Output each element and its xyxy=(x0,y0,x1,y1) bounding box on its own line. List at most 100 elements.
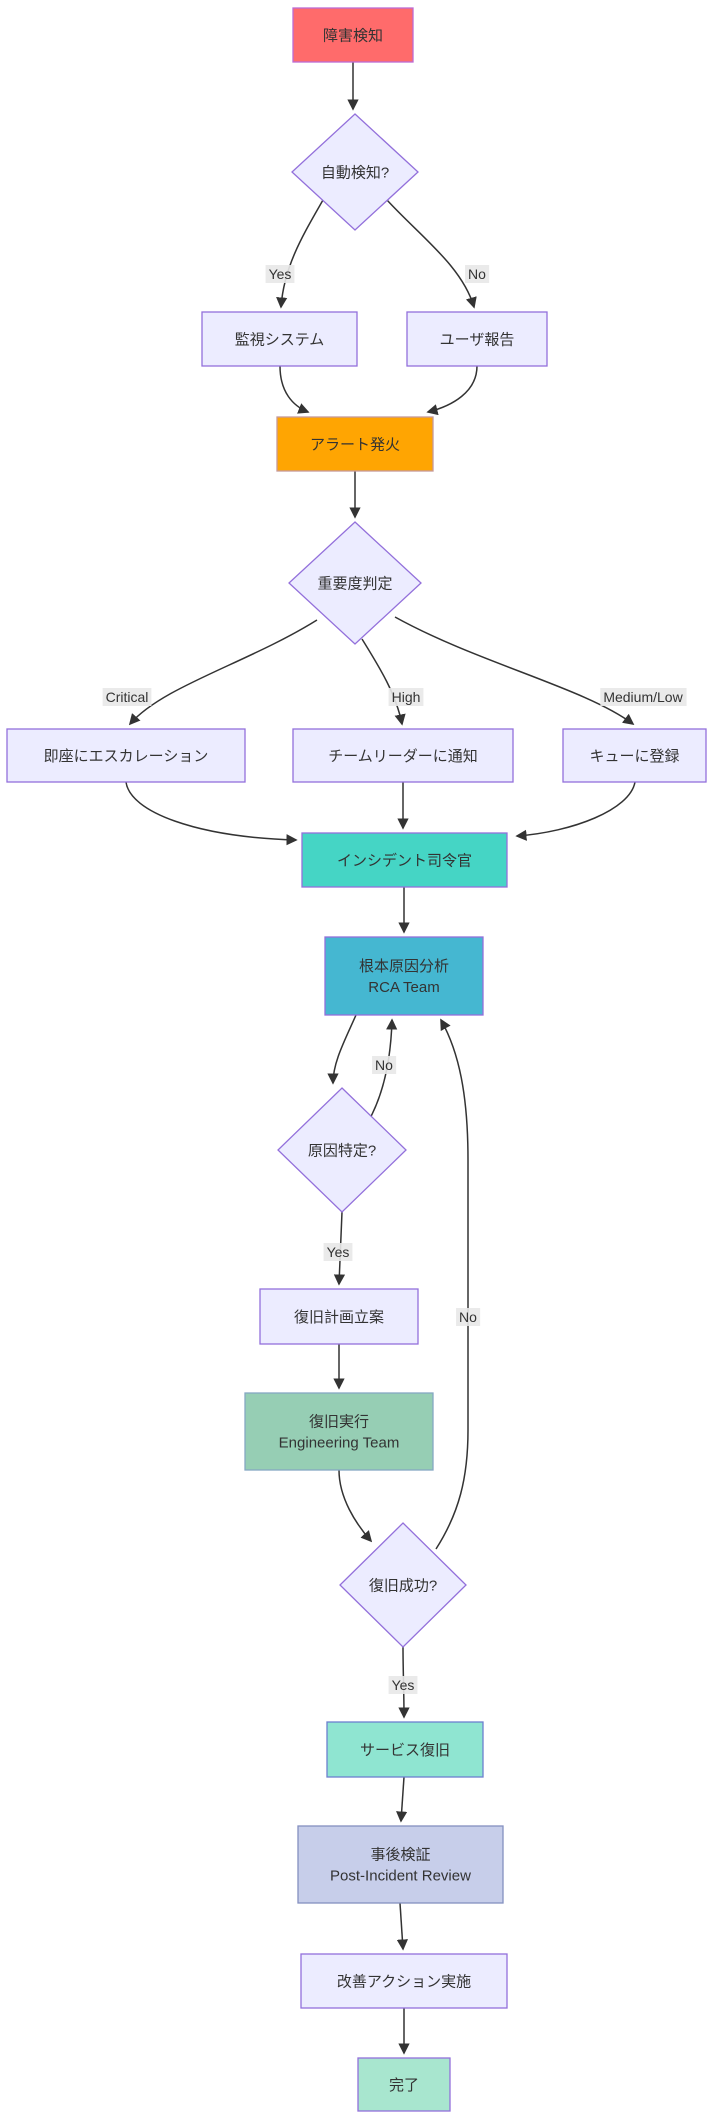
incident-detection-shape xyxy=(292,7,414,63)
node-user-report: ユーザ報告 xyxy=(406,311,548,367)
edge-label-bg xyxy=(323,1243,353,1261)
edge-label-bg xyxy=(372,1056,397,1074)
root-cause-analysis-label: 根本原因分析 xyxy=(359,958,449,975)
node-service-restored: サービス復旧 xyxy=(326,1721,484,1778)
edge-restored-to-review xyxy=(396,1776,408,1823)
recovery-execution-label: 復旧実行 xyxy=(309,1414,369,1431)
recovery-plan-shape xyxy=(259,1288,419,1345)
monitoring-system-label: 監視システム xyxy=(235,332,325,349)
edge-severity-medlow-queue xyxy=(394,616,635,726)
node-auto-detect-decision: 自動検知? xyxy=(291,113,419,231)
cause-identified-decision-label: 原因特定? xyxy=(308,1143,376,1160)
edge-label-text: Yes xyxy=(327,1244,350,1260)
improvement-actions-label: 改善アクション実施 xyxy=(337,1974,471,1991)
node-notify-team-leader: チームリーダーに通知 xyxy=(292,728,514,783)
edges-layer xyxy=(125,62,636,2055)
node-monitoring-system: 監視システム xyxy=(201,311,358,367)
edge-label-text: No xyxy=(468,266,486,282)
register-queue-shape xyxy=(562,728,707,783)
node-severity-decision: 重要度判定 xyxy=(288,521,422,645)
edge-label-causedecision-no-rca: No xyxy=(372,1056,397,1074)
edge-userreport-to-alert xyxy=(426,365,478,416)
node-root-cause-analysis: 根本原因分析 RCA Team xyxy=(324,936,484,1016)
edge-label-successdecision-yes-restored: Yes xyxy=(388,1676,418,1694)
incident-detection-label: 障害検知 xyxy=(323,27,383,45)
user-report-shape xyxy=(406,311,548,367)
root-cause-analysis-label: RCA Team xyxy=(368,979,439,996)
edge-label-severity-critical-escalation: Critical xyxy=(102,688,152,706)
done-label: 完了 xyxy=(389,2077,419,2094)
node-improvement-actions: 改善アクション実施 xyxy=(300,1953,508,2009)
notify-team-leader-shape xyxy=(292,728,514,783)
post-incident-review-label: Post-Incident Review xyxy=(330,1868,471,1885)
edge-label-severity-medlow-queue: Medium/Low xyxy=(600,688,687,706)
cause-identified-decision-shape xyxy=(277,1087,407,1213)
node-incident-commander: インシデント司令官 xyxy=(301,832,508,888)
recovery-execution-shape xyxy=(244,1392,434,1471)
edge-label-autodetect-yes-monitoring: Yes xyxy=(265,265,295,283)
edge-execution-to-successdecision xyxy=(338,1469,373,1543)
recovery-success-decision-label: 復旧成功? xyxy=(369,1578,437,1595)
edge-label-bg xyxy=(265,265,295,283)
edge-severity-high-notify xyxy=(361,638,406,726)
node-register-queue: キューに登録 xyxy=(562,728,707,783)
recovery-success-decision-shape xyxy=(339,1522,467,1648)
edge-queue-to-commander xyxy=(515,781,636,841)
edge-label-text: High xyxy=(392,689,421,705)
recovery-plan-label: 復旧計画立案 xyxy=(294,1308,384,1326)
edge-review-to-improvement xyxy=(396,1902,408,1951)
node-immediate-escalation: 即座にエスカレーション xyxy=(6,728,246,783)
register-queue-label: キューに登録 xyxy=(589,748,679,765)
node-recovery-execution: 復旧実行 Engineering Team xyxy=(244,1392,434,1471)
edge-rca-to-causedecision xyxy=(327,1014,357,1085)
auto-detect-decision-shape xyxy=(291,113,419,231)
immediate-escalation-label: 即座にエスカレーション xyxy=(44,748,209,765)
service-restored-label: サービス復旧 xyxy=(360,1742,450,1759)
edge-label-bg xyxy=(102,688,152,706)
edge-label-autodetect-no-userreport: No xyxy=(465,265,490,283)
node-recovery-success-decision: 復旧成功? xyxy=(339,1522,467,1648)
edge-label-successdecision-no-rca: No xyxy=(456,1308,481,1326)
edge-label-text: No xyxy=(375,1057,393,1073)
severity-decision-shape xyxy=(288,521,422,645)
edge-autodetect-no-userreport xyxy=(386,199,477,309)
edge-label-severity-high-notify: High xyxy=(388,688,424,706)
auto-detect-decision-label: 自動検知? xyxy=(321,165,389,182)
edge-label-text: Medium/Low xyxy=(603,689,683,705)
immediate-escalation-shape xyxy=(6,728,246,783)
edge-label-text: Yes xyxy=(392,1677,415,1693)
monitoring-system-shape xyxy=(201,311,358,367)
severity-decision-label: 重要度判定 xyxy=(317,576,392,593)
node-alert-fired: アラート発火 xyxy=(276,416,434,472)
alert-fired-shape xyxy=(276,416,434,472)
alert-fired-label: アラート発火 xyxy=(310,437,400,454)
improvement-actions-shape xyxy=(300,1953,508,2009)
edge-label-text: Yes xyxy=(269,266,292,282)
edge-autodetect-yes-monitoring xyxy=(276,199,324,309)
edge-label-text: No xyxy=(459,1309,477,1325)
incident-commander-label: インシデント司令官 xyxy=(337,852,472,870)
notify-team-leader-label: チームリーダーに通知 xyxy=(328,748,478,765)
edge-monitoring-to-alert xyxy=(279,365,310,414)
node-recovery-plan: 復旧計画立案 xyxy=(259,1288,419,1345)
node-cause-identified-decision: 原因特定? xyxy=(277,1087,407,1213)
recovery-execution-label: Engineering Team xyxy=(279,1435,400,1452)
done-shape xyxy=(357,2057,451,2112)
edge-severity-critical-escalation xyxy=(128,619,318,726)
service-restored-shape xyxy=(326,1721,484,1778)
node-done: 完了 xyxy=(357,2057,451,2112)
edge-label-bg xyxy=(388,688,424,706)
edge-successdecision-no-rca xyxy=(435,1018,469,1550)
edge-label-bg xyxy=(600,688,687,706)
edge-label-causedecision-yes-plan: Yes xyxy=(323,1243,353,1261)
edge-label-bg xyxy=(465,265,490,283)
root-cause-analysis-shape xyxy=(324,936,484,1016)
node-incident-detection: 障害検知 xyxy=(292,7,414,63)
node-post-incident-review: 事後検証 Post-Incident Review xyxy=(297,1825,504,1904)
user-report-label: ユーザ報告 xyxy=(440,332,515,349)
post-incident-review-label: 事後検証 xyxy=(370,1847,430,1864)
